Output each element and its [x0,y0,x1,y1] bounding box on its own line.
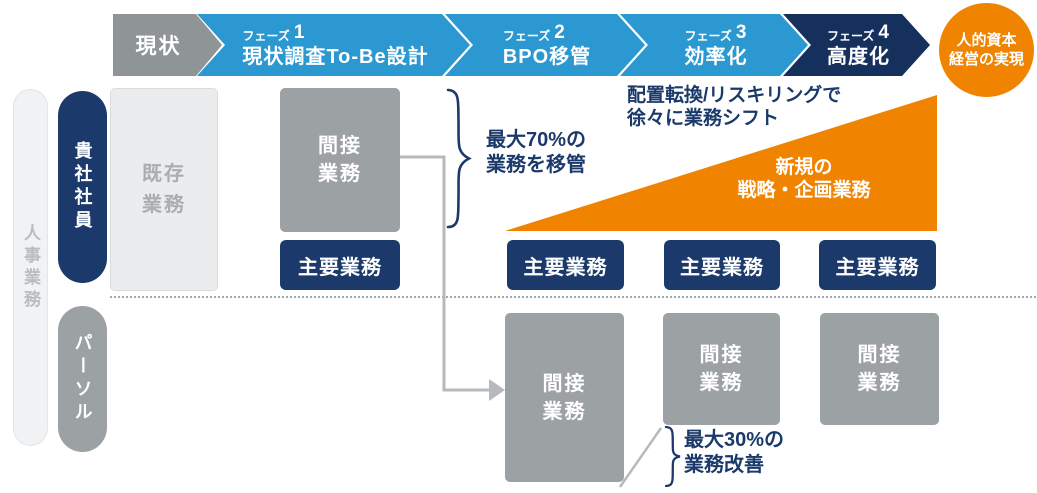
phase-arrow-3: フェーズ 3 効率化 [620,14,808,76]
phase-tag: フェーズ [502,28,551,43]
phase-2-title: BPO移管 [502,45,592,68]
phase-number: 2 [554,21,565,43]
new-work-line-2: 戦略・企画業務 [737,180,871,201]
indirect-work-line-2: 業務 [542,400,587,423]
main-work-box-p1: 主要業務 [280,240,400,290]
transfer-note-line-1: 最大70%の [486,129,587,151]
reskilling-note-line-2: 徐々に業務シフト [627,108,780,129]
indirect-work-line-2: 業務 [318,163,362,185]
phase-arrow-2: フェーズ 2 BPO移管 [445,14,645,76]
main-work-box-p3: 主要業務 [664,240,780,290]
indirect-work-line-2: 業務 [857,372,902,394]
phase-3-title: 効率化 [684,45,748,68]
phase-arrow-current: 現状 [113,14,222,76]
rail-persol: パーソル [58,306,107,452]
main-work-label: 主要業務 [298,256,382,279]
improvement-diagonal-line [618,427,663,488]
improvement-note-line-2: 業務改善 [684,454,764,476]
flow-connector-line [400,155,490,392]
flow-connector-arrowhead-icon [489,379,505,401]
phase-1-label-block: フェーズ 1 現状調査To-Be設計 [242,23,428,68]
existing-work-box: 既存 業務 [110,88,218,291]
phase-number: 1 [293,21,305,43]
reskilling-note-line-1: 配置転換/リスキリングで [627,85,842,106]
phase-1-title: 現状調査To-Be設計 [242,45,429,68]
phase-2-tag-row: フェーズ 2 [503,23,565,42]
improvement-note-line-1: 最大30%の [684,429,785,451]
rail-company-staff: 貴社社員 [58,91,107,283]
indirect-work-line-1: 間接 [542,372,587,395]
phase-tag: フェーズ [827,28,875,43]
phase-4-title: 高度化 [827,45,890,68]
reskilling-note: 配置転換/リスキリングで 徐々に業務シフト [627,84,841,130]
main-work-box-p2: 主要業務 [507,240,624,290]
phase-arrow-1: フェーズ 1 現状調査To-Be設計 [197,14,470,76]
goal-line-2: 経営の実現 [948,51,1024,68]
main-work-label: 主要業務 [835,256,920,279]
main-work-label: 主要業務 [523,256,608,279]
phase-2-label-block: フェーズ 2 BPO移管 [503,23,591,68]
phase-tag: フェーズ [684,28,732,43]
rail-hr-operations: 人事業務 [13,89,48,446]
phase-3-label-block: フェーズ 3 効率化 [685,23,748,68]
main-work-box-p4: 主要業務 [819,240,936,290]
lane-divider-dotted-line [110,296,1036,298]
phase-4-label-block: フェーズ 4 高度化 [827,23,890,68]
indirect-work-line-1: 間接 [318,135,362,157]
existing-work-line-1: 既存 [142,162,186,185]
indirect-work-box-vendor-p2: 間接 業務 [505,313,624,482]
indirect-work-line-2: 業務 [699,372,744,394]
phase-current-label: 現状 [135,35,182,58]
indirect-work-box-vendor-p4: 間接 業務 [820,313,939,425]
new-strategic-work-label: 新規の 戦略・企画業務 [690,156,918,202]
rail-persol-label: パーソル [72,333,93,425]
rail-hr-operations-label: 人事業務 [21,223,40,312]
phase-4-tag-row: フェーズ 4 [827,23,889,42]
phase-3-tag-row: フェーズ 3 [685,23,747,42]
indirect-work-box-company: 間接 業務 [280,88,400,232]
improvement-note: 最大30%の 業務改善 [684,428,784,478]
phase-tag: フェーズ [242,28,290,43]
new-work-line-1: 新規の [775,157,833,178]
goal-line-1: 人的資本 [956,32,1017,49]
goal-circle: 人的資本 経営の実現 [939,3,1034,97]
indirect-work-line-1: 間接 [699,344,744,366]
indirect-work-box-vendor-p3: 間接 業務 [663,313,780,425]
phase-1-tag-row: フェーズ 1 [242,23,304,42]
transfer-note: 最大70%の 業務を移管 [486,128,586,178]
rail-company-staff-label: 貴社社員 [72,141,93,233]
transfer-note-line-2: 業務を移管 [486,154,586,176]
indirect-work-line-1: 間接 [857,344,902,366]
phase-number: 4 [878,21,889,43]
existing-work-line-2: 業務 [142,193,186,216]
improvement-brace-icon [664,425,681,488]
phase-number: 3 [735,21,747,43]
main-work-label: 主要業務 [680,256,764,279]
transfer-brace-icon [446,88,472,229]
